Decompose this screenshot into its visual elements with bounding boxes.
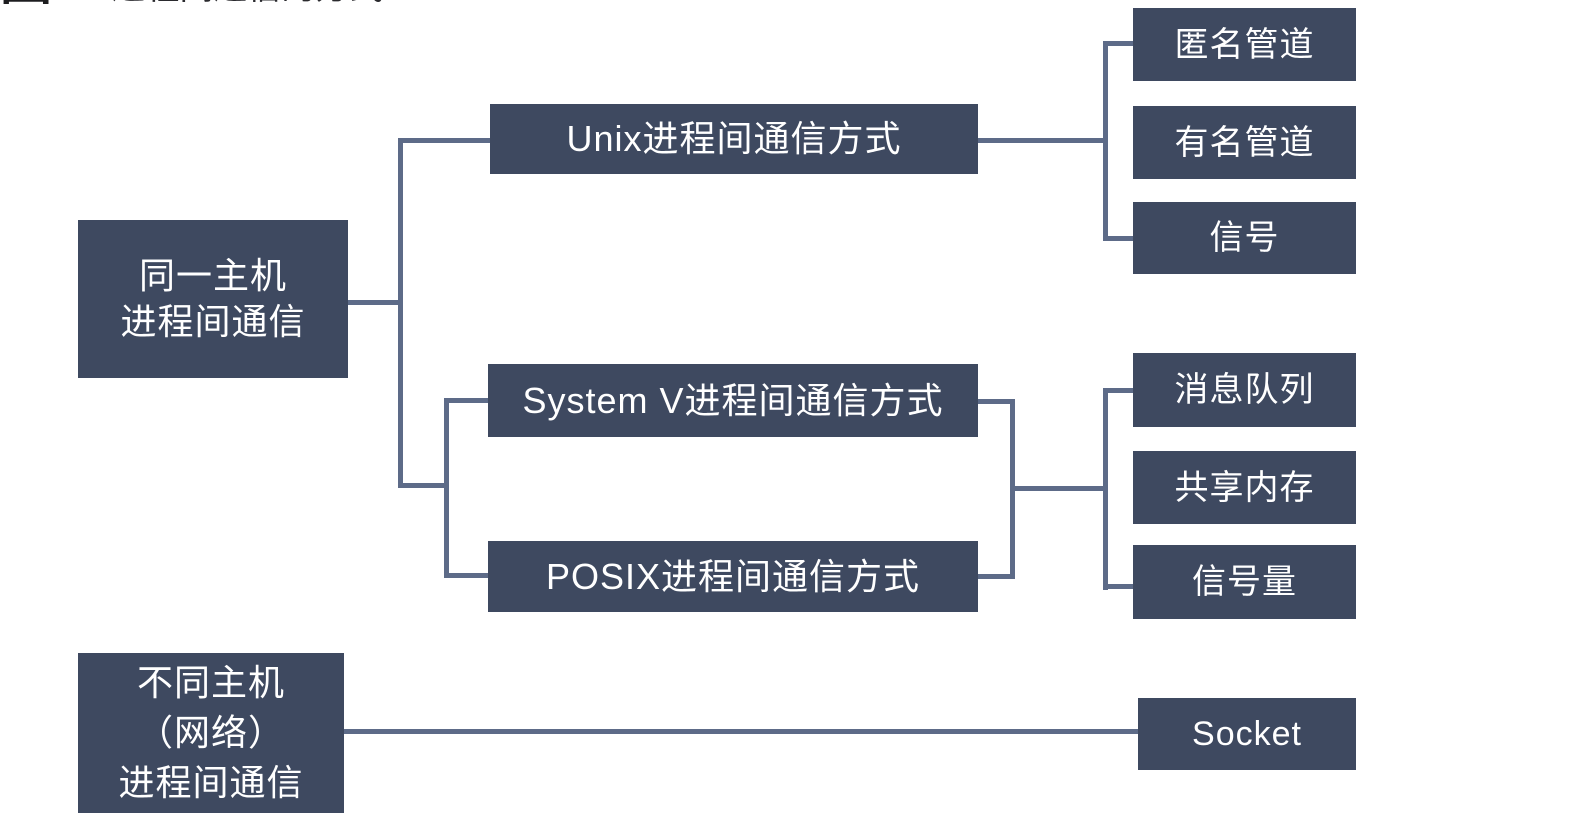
node-posix-label: POSIX进程间通信方式 [545, 555, 921, 597]
node-different-host-line1: 不同主机 [136, 662, 285, 703]
node-unix-label: Unix进程间通信方式 [566, 118, 902, 159]
clipped-title-bold-fragment: 图1 [0, 0, 81, 8]
node-semaphore: 信号量 [1133, 545, 1356, 619]
node-different-host-line3: 进程间通信 [118, 762, 304, 803]
node-signal: 信号 [1133, 202, 1356, 274]
node-shared-memory-label: 共享内存 [1174, 468, 1315, 507]
node-named-pipe-label: 有名管道 [1174, 123, 1315, 162]
edge-stub-signal [1103, 236, 1133, 241]
edge-trunk-vertical [398, 138, 403, 488]
node-message-queue-label: 消息队列 [1174, 371, 1315, 409]
edge-diffhost-socket [344, 729, 1138, 734]
node-different-host-line2: （网络） [136, 712, 285, 753]
node-different-host: 不同主机 （网络） 进程间通信 [78, 653, 344, 813]
edge-unix-fan-vertical [1103, 41, 1108, 241]
edge-trunk-sysv-group [398, 483, 449, 488]
node-system-v-label: System V进程间通信方式 [522, 379, 944, 421]
node-socket-label: Socket [1192, 715, 1302, 753]
node-same-host: 同一主机 进程间通信 [78, 220, 348, 378]
edge-sysv-posix-vertical [444, 398, 449, 578]
edge-stub-posix [444, 573, 488, 578]
clipped-page-title: 图1 进程间通信的方式 [0, 0, 620, 10]
edge-stub-msg-queue [1103, 388, 1133, 393]
node-same-host-line1: 同一主机 [138, 255, 287, 296]
clipped-title-text-fragment: 进程间通信的方式 [111, 0, 383, 10]
clipped-page-title-text: 图1 进程间通信的方式 [0, 0, 620, 10]
node-system-v: System V进程间通信方式 [488, 364, 978, 437]
node-semaphore-label: 信号量 [1192, 563, 1297, 601]
node-posix: POSIX进程间通信方式 [488, 541, 978, 612]
node-anonymous-pipe-label: 匿名管道 [1174, 25, 1315, 64]
node-signal-label: 信号 [1209, 219, 1280, 257]
edge-posix-merge [978, 574, 1014, 579]
edge-merge-fan [1010, 486, 1107, 491]
edge-sysv-merge [978, 399, 1014, 404]
node-socket: Socket [1138, 698, 1356, 770]
node-unix: Unix进程间通信方式 [490, 104, 978, 174]
edge-samehost-trunk [344, 300, 402, 305]
node-shared-memory: 共享内存 [1133, 451, 1356, 524]
node-named-pipe: 有名管道 [1133, 106, 1356, 179]
edge-trunk-unix [398, 138, 490, 143]
edge-stub-anon-pipe [1103, 41, 1133, 46]
edge-merge-fan-vertical [1103, 388, 1108, 590]
node-anonymous-pipe: 匿名管道 [1133, 8, 1356, 81]
edge-stub-semaphore [1103, 584, 1133, 589]
edge-stub-sysv [444, 398, 488, 403]
edge-unix-fan [978, 138, 1108, 143]
node-same-host-line2: 进程间通信 [120, 301, 306, 342]
node-message-queue: 消息队列 [1133, 353, 1356, 427]
